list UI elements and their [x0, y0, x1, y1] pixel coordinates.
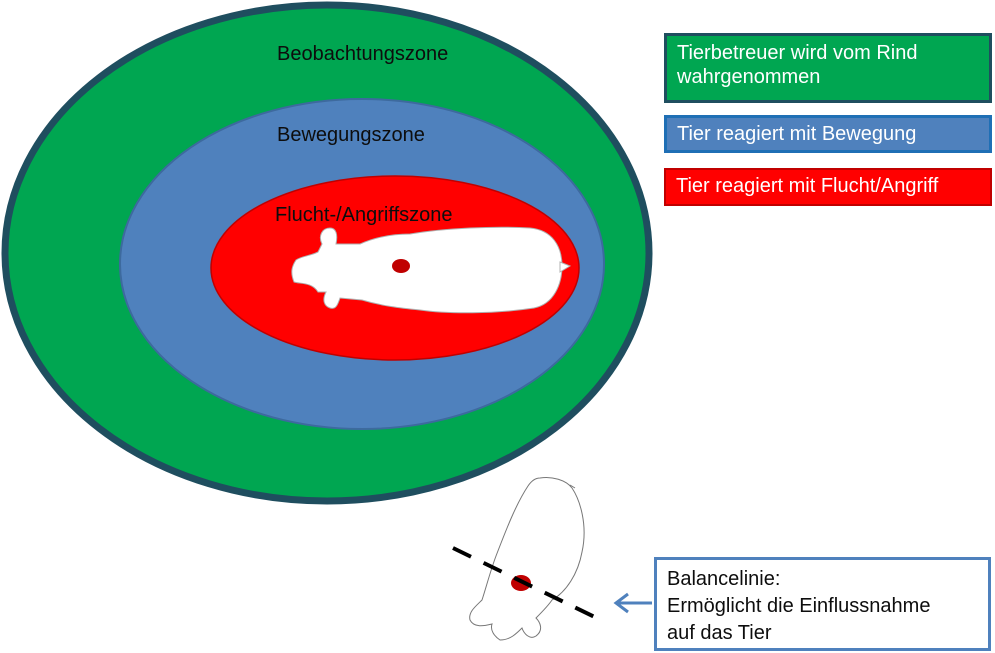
- legend-observation: Tierbetreuer wird vom Rind wahrgenommen: [664, 33, 992, 103]
- flight-zone-label: Flucht-/Angriffszone: [275, 204, 453, 226]
- legend-movement: Tier reagiert mit Bewegung: [664, 115, 992, 153]
- balance-info-title: Balancelinie:: [667, 568, 781, 590]
- balance-info-line3: auf das Tier: [667, 622, 772, 644]
- movement-zone-label: Bewegungszone: [277, 124, 425, 146]
- balance-info-line2: Ermöglicht die Einflussnahme: [667, 595, 931, 617]
- arrow-left-icon: [613, 592, 652, 614]
- legend-movement-text: Tier reagiert mit Bewegung: [677, 123, 917, 145]
- balance-info-box: Balancelinie: Ermöglicht die Einflussnah…: [654, 557, 991, 651]
- point-of-balance-dot: [392, 259, 410, 273]
- observation-zone-label: Beobachtungszone: [277, 43, 448, 65]
- legend-observation-text: Tierbetreuer wird vom Rind wahrgenommen: [677, 42, 918, 88]
- legend-flight: Tier reagiert mit Flucht/Angriff: [664, 168, 992, 206]
- cow-balance-view-icon: [469, 477, 585, 641]
- cow-top-view-icon: [291, 226, 572, 314]
- legend-flight-text: Tier reagiert mit Flucht/Angriff: [676, 175, 939, 197]
- balance-line: [452, 546, 606, 624]
